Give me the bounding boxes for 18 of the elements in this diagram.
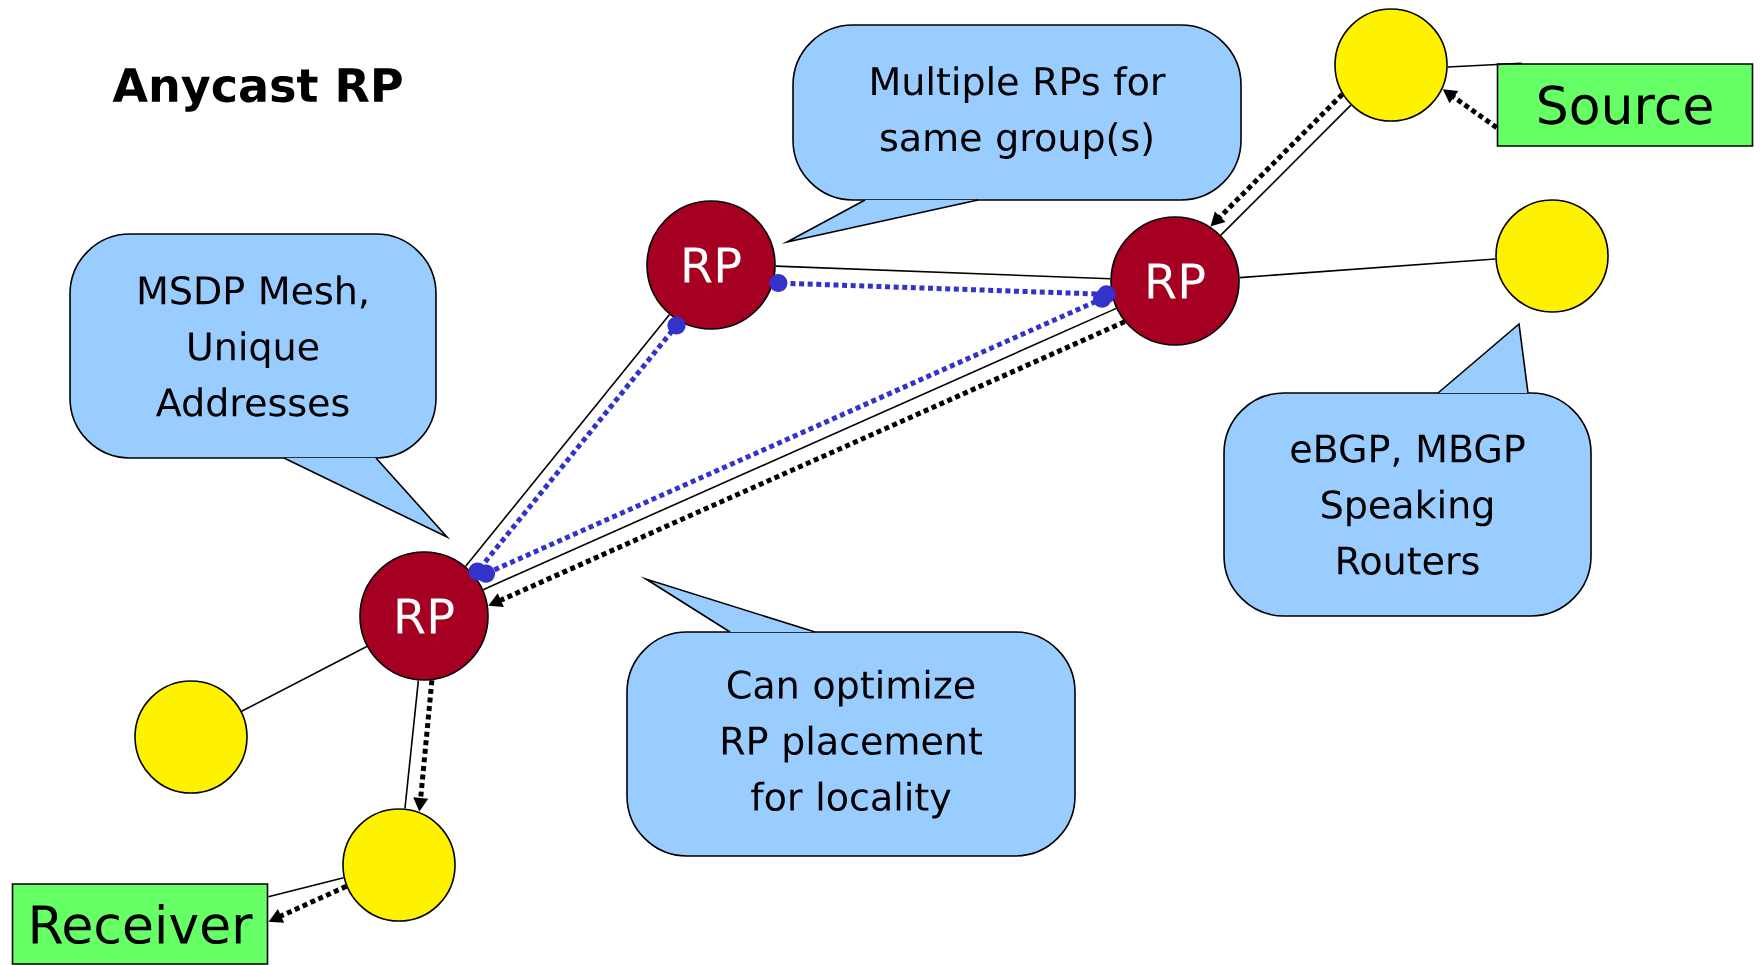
- title: Anycast RP: [112, 68, 402, 112]
- link-line: [1447, 62, 1523, 68]
- callout-bubble: Can optimize RP placement for locality: [626, 576, 1076, 857]
- link-line: [1238, 258, 1497, 279]
- link-line: [775, 265, 1112, 280]
- link-line: [267, 877, 345, 898]
- link-line: [404, 679, 420, 810]
- host-box: Receiver: [11, 883, 269, 965]
- router-circle: [1334, 8, 1448, 122]
- router-circle: [134, 680, 248, 794]
- callout-bubble: eBGP, MBGP Speaking Routers: [1223, 322, 1592, 617]
- host-box: Source: [1496, 63, 1754, 147]
- link-line: [1220, 104, 1352, 236]
- router-circle: [342, 808, 456, 922]
- callout-bubble: Multiple RPs for same group(s): [781, 24, 1242, 244]
- router-circle: [1495, 199, 1609, 313]
- link-line: [240, 645, 368, 712]
- callout-bubble: MSDP Mesh, Unique Addresses: [69, 233, 451, 540]
